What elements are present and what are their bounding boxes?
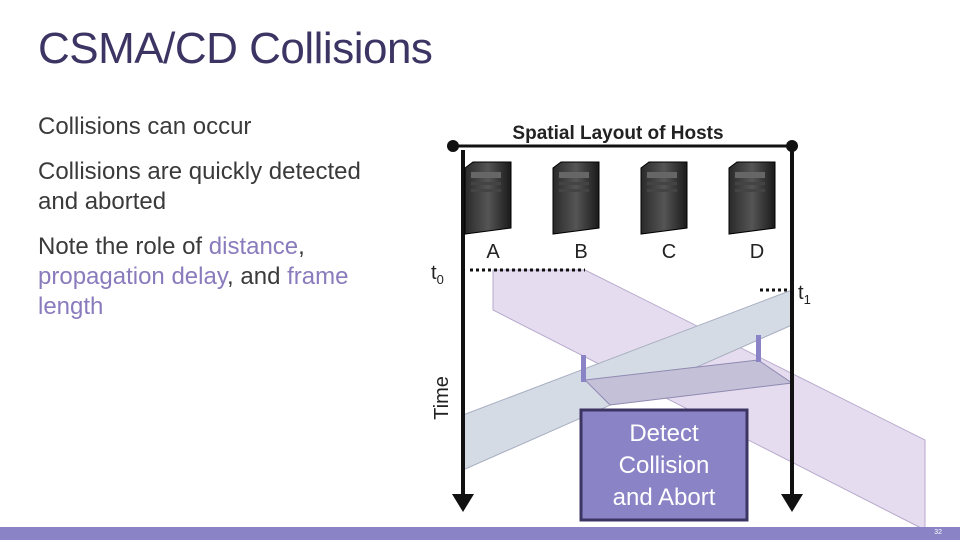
detection-marker bbox=[581, 355, 586, 382]
callout-line: Collision bbox=[619, 452, 710, 479]
spatial-layout-title: Spatial Layout of Hosts bbox=[512, 123, 723, 144]
slide-number: 32 bbox=[934, 529, 942, 536]
arrow-down-icon bbox=[781, 494, 803, 512]
bullet-item: Collisions can occur bbox=[38, 112, 398, 142]
bullet-item: Collisions are quickly detected and abor… bbox=[38, 157, 398, 217]
host-label: C bbox=[662, 241, 676, 263]
callout-line: Detect bbox=[629, 420, 699, 447]
t0-label: t0 bbox=[431, 262, 444, 287]
host-label: B bbox=[574, 241, 587, 263]
t1-label: t1 bbox=[798, 282, 811, 307]
bullet-item: Note the role of distance, propagation d… bbox=[38, 232, 398, 322]
layout-bar-endpoint bbox=[447, 140, 459, 152]
layout-bar-endpoint bbox=[786, 140, 798, 152]
time-axis-label: Time bbox=[431, 376, 453, 420]
callout-line: and Abort bbox=[613, 484, 716, 511]
bullet-text: , bbox=[298, 233, 305, 260]
bullet-text: Collisions are quickly detected and abor… bbox=[38, 158, 361, 215]
frame-band-b bbox=[492, 269, 926, 531]
server-tower-icon bbox=[728, 161, 776, 235]
host-label: D bbox=[750, 241, 764, 263]
host-label: A bbox=[486, 241, 500, 263]
highlight-term: distance bbox=[208, 233, 299, 260]
arrow-down-icon bbox=[452, 494, 474, 512]
bullet-text: Note the role of bbox=[38, 233, 209, 260]
highlight-term: frame bbox=[287, 263, 349, 290]
server-tower-icon bbox=[640, 161, 688, 235]
server-tower-icon bbox=[464, 161, 512, 235]
highlight-term: propagation delay bbox=[38, 263, 228, 290]
bullet-text: Collisions can occur bbox=[38, 113, 252, 140]
server-tower-icon bbox=[552, 161, 600, 235]
bullet-list: Collisions can occur Collisions are quic… bbox=[38, 112, 398, 337]
footer-bar bbox=[0, 527, 960, 540]
bullet-text: , and bbox=[227, 263, 288, 290]
slide-title: CSMA/CD Collisions bbox=[38, 24, 433, 73]
detection-marker bbox=[756, 335, 761, 362]
highlight-term: length bbox=[38, 293, 104, 320]
detect-collision-callout bbox=[579, 408, 749, 522]
